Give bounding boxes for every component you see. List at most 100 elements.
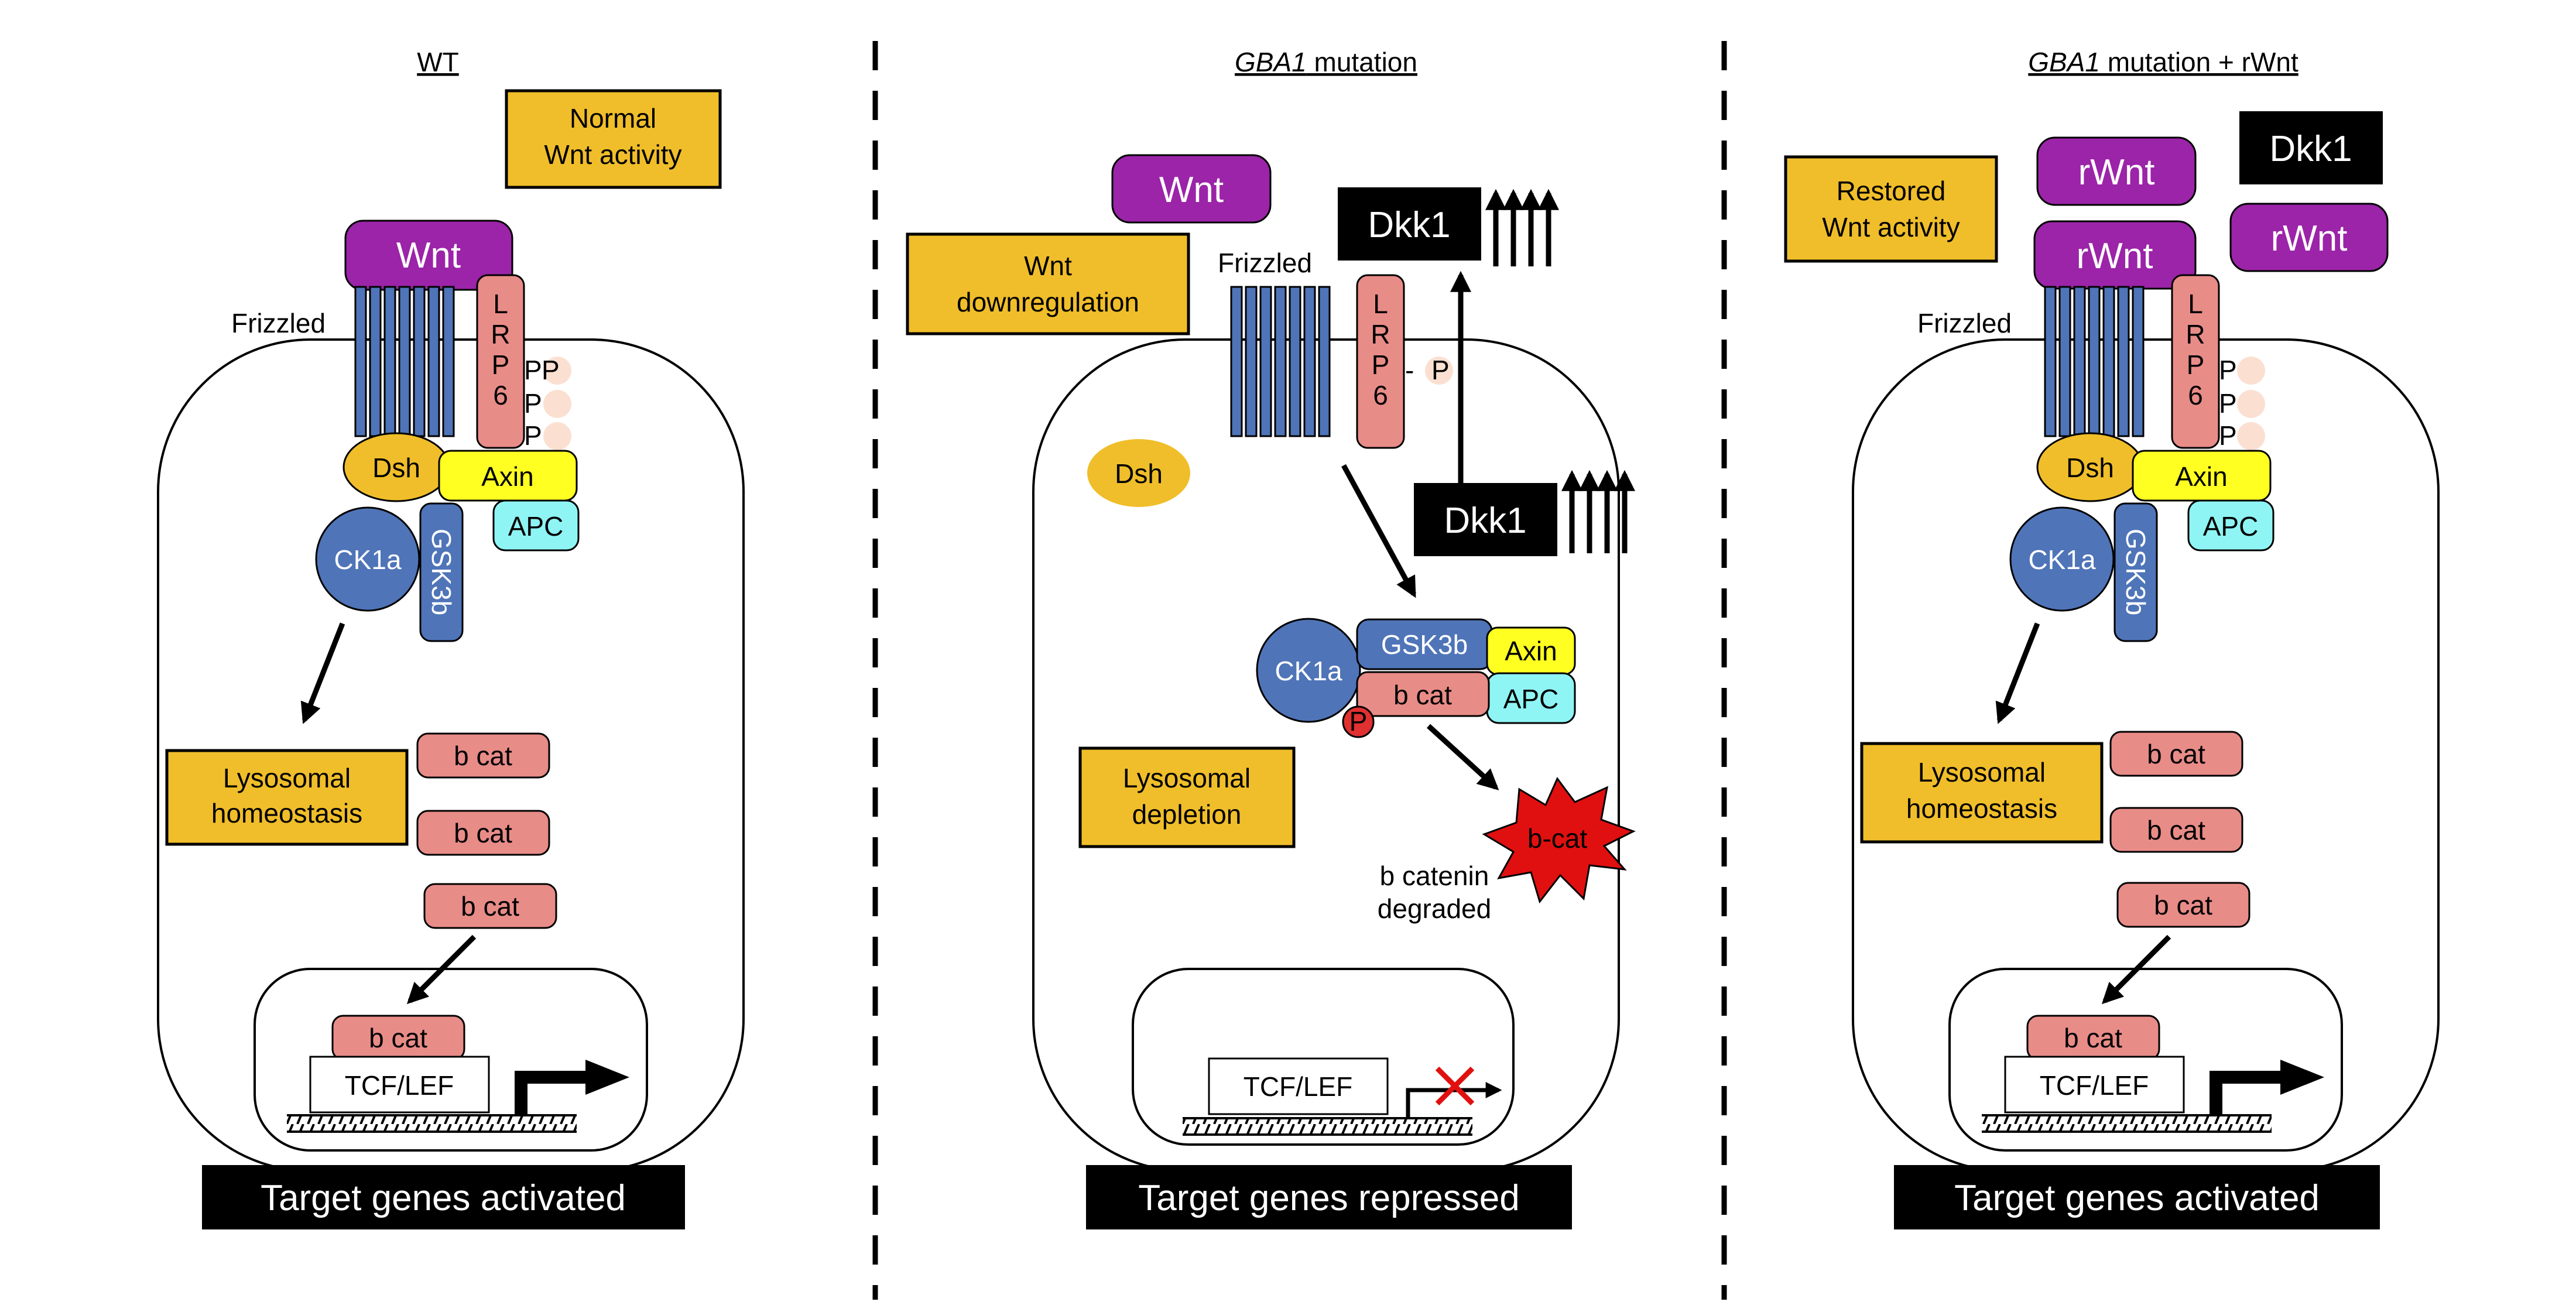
- tcf-lef-factor: [2004, 1056, 2185, 1114]
- arrow-bcat-to-nucleus: [2101, 934, 2171, 1005]
- rwnt-label: rWnt: [2078, 152, 2155, 193]
- lysosome-box: [1860, 742, 2104, 844]
- tcf-lef-label: TCF/LEF: [345, 1070, 454, 1101]
- dsh-label: Dsh: [1115, 458, 1163, 489]
- gsk3b-protein: [419, 502, 464, 642]
- axin-label: Axin: [1505, 636, 1557, 666]
- outcome-box: [1894, 1165, 2380, 1229]
- dkk1-inhibitor: [1338, 187, 1481, 261]
- gsk3b-label: GSK3b: [2121, 529, 2151, 615]
- axin-label: Axin: [2175, 461, 2227, 492]
- apc-protein: [492, 499, 580, 551]
- svg-text:P: P: [524, 420, 542, 451]
- b-catenin: [2109, 807, 2243, 853]
- phosphate-group: [1425, 357, 1453, 385]
- wnt-label: Wnt: [1159, 170, 1224, 210]
- transcription-arrow: [515, 1071, 597, 1115]
- svg-text:P: P: [524, 388, 542, 419]
- arrow-ck1a-to-lysosome: [1995, 622, 2040, 724]
- status-box: [1784, 155, 1998, 263]
- gsk3b-protein: [2113, 502, 2158, 642]
- phosphate-label: P: [1431, 355, 1450, 385]
- outcome-label: Target genes activated: [1954, 1178, 2320, 1218]
- outcome-label: Target genes activated: [261, 1178, 626, 1218]
- outcome-box: [202, 1165, 685, 1229]
- tcf-lef-factor: [1208, 1057, 1389, 1115]
- dsh-label: Dsh: [372, 453, 420, 483]
- dna-strand: [1982, 1115, 2272, 1132]
- panel-title: GBA1 mutation + rWnt: [2028, 47, 2298, 77]
- b-catenin: [423, 883, 557, 929]
- rwnt-label: rWnt: [2271, 218, 2348, 259]
- ck1a-label: CK1a: [2028, 544, 2095, 575]
- apc-label: APC: [508, 511, 564, 542]
- arrow-bcat-to-nucleus: [406, 934, 477, 1005]
- frizzled-label: Frizzled: [231, 308, 326, 338]
- increase-arrows-icon: [1561, 470, 1635, 553]
- ck1a-label: CK1a: [1275, 656, 1342, 686]
- tcf-lef-factor: [309, 1056, 490, 1114]
- ck1a-protein: [1256, 618, 1361, 723]
- arrow-ck1a-to-lysosome: [300, 622, 345, 724]
- lrp6-coreceptor: [2171, 274, 2220, 449]
- dkk1-inhibitor: [1414, 483, 1557, 556]
- b-catenin: [1356, 671, 1490, 717]
- ck1a-protein: [315, 506, 420, 612]
- dkk1-label: Dkk1: [2269, 129, 2352, 169]
- nucleus: [1948, 968, 2343, 1152]
- phospho-b-catenin: [1342, 705, 1375, 738]
- b-catenin-label: b cat: [454, 741, 512, 771]
- increase-arrows-icon: [1485, 189, 1559, 266]
- svg-text:P: P: [542, 355, 560, 385]
- dkk1-label: Dkk1: [1368, 205, 1450, 245]
- dsh-label: Dsh: [2066, 453, 2114, 483]
- dkk1-inhibitor: [2239, 111, 2383, 184]
- b-catenin: [2109, 731, 2243, 777]
- dkk1-label: Dkk1: [1444, 501, 1526, 541]
- phospho-label: P: [1349, 706, 1368, 736]
- tcf-lef-label: TCF/LEF: [1244, 1071, 1353, 1102]
- b-catenin-label: b cat: [454, 818, 512, 848]
- outcome-label: Target genes repressed: [1138, 1178, 1519, 1218]
- wnt-ligand: [1111, 154, 1272, 224]
- dna-strand: [287, 1115, 577, 1132]
- ck1a-label: CK1a: [334, 544, 401, 575]
- panel-title: GBA1 mutation: [1235, 47, 1417, 77]
- b-catenin-label: b cat: [461, 891, 519, 922]
- phosphate-group: P P P: [2219, 355, 2265, 451]
- degraded-label: b-cat: [1527, 823, 1587, 854]
- frizzled-receptor: [2044, 286, 2145, 437]
- rwnt-ligand: [2229, 203, 2389, 272]
- axin-label: Axin: [481, 461, 533, 492]
- arrow-to-degradation: [1426, 724, 1499, 790]
- b-catenin-label: b cat: [1393, 680, 1452, 710]
- transcription-arrow: [2210, 1071, 2292, 1115]
- rwnt-ligand: [2036, 136, 2197, 206]
- apc-label: APC: [1503, 684, 1559, 714]
- dsh-protein: [1087, 439, 1190, 507]
- rwnt-label: rWnt: [2077, 236, 2153, 276]
- b-catenin: [416, 732, 550, 779]
- nuclear-b-catenin-label: b cat: [2064, 1023, 2122, 1053]
- outcome-box: [1086, 1165, 1572, 1229]
- frizzled-label: Frizzled: [1218, 248, 1312, 278]
- gsk3b-label: GSK3b: [1381, 629, 1468, 660]
- lrp6-coreceptor: [476, 274, 525, 449]
- tcf-lef-label: TCF/LEF: [2040, 1070, 2149, 1101]
- arrow-frizzled-to-destruction-complex: [1341, 464, 1416, 598]
- apc-protein: [2187, 499, 2274, 551]
- dna-strand: [1183, 1118, 1472, 1135]
- lysosome-box: [165, 749, 409, 846]
- b-catenin-label: b cat: [2147, 815, 2205, 845]
- phosphate-group: P P P P: [524, 355, 571, 451]
- b-catenin: [416, 810, 550, 856]
